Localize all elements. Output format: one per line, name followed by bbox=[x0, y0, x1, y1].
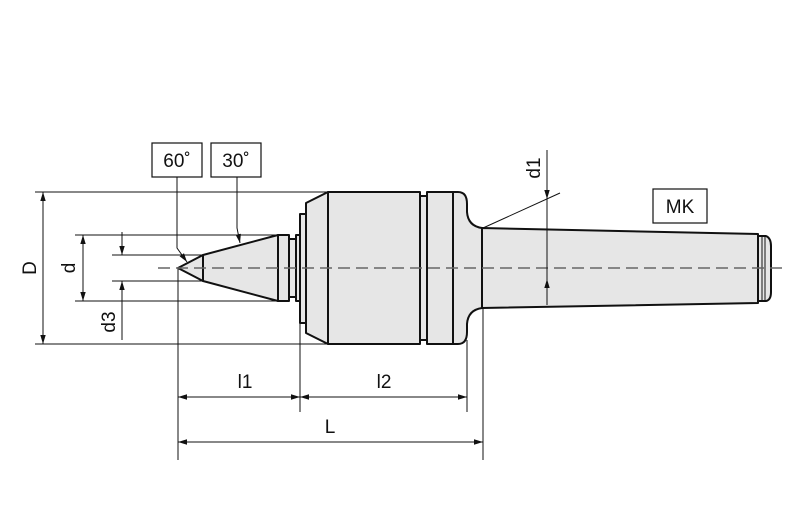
leader-30 bbox=[235, 177, 241, 244]
label-L: L bbox=[325, 417, 336, 438]
angle-60-box bbox=[151, 142, 203, 178]
label-l1: l1 bbox=[238, 372, 253, 393]
label-d1: d1 bbox=[524, 157, 545, 178]
angle-30-label: 30˚ bbox=[222, 151, 249, 172]
angle-30-box bbox=[210, 142, 262, 178]
label-d3: d3 bbox=[99, 311, 120, 332]
label-l2: l2 bbox=[377, 372, 392, 393]
label-d: d bbox=[59, 263, 80, 274]
mk-label: MK bbox=[666, 197, 695, 218]
label-D: D bbox=[20, 261, 41, 275]
angle-60-label: 60˚ bbox=[163, 151, 190, 172]
leader-60 bbox=[176, 177, 188, 263]
mk-box bbox=[652, 188, 708, 224]
